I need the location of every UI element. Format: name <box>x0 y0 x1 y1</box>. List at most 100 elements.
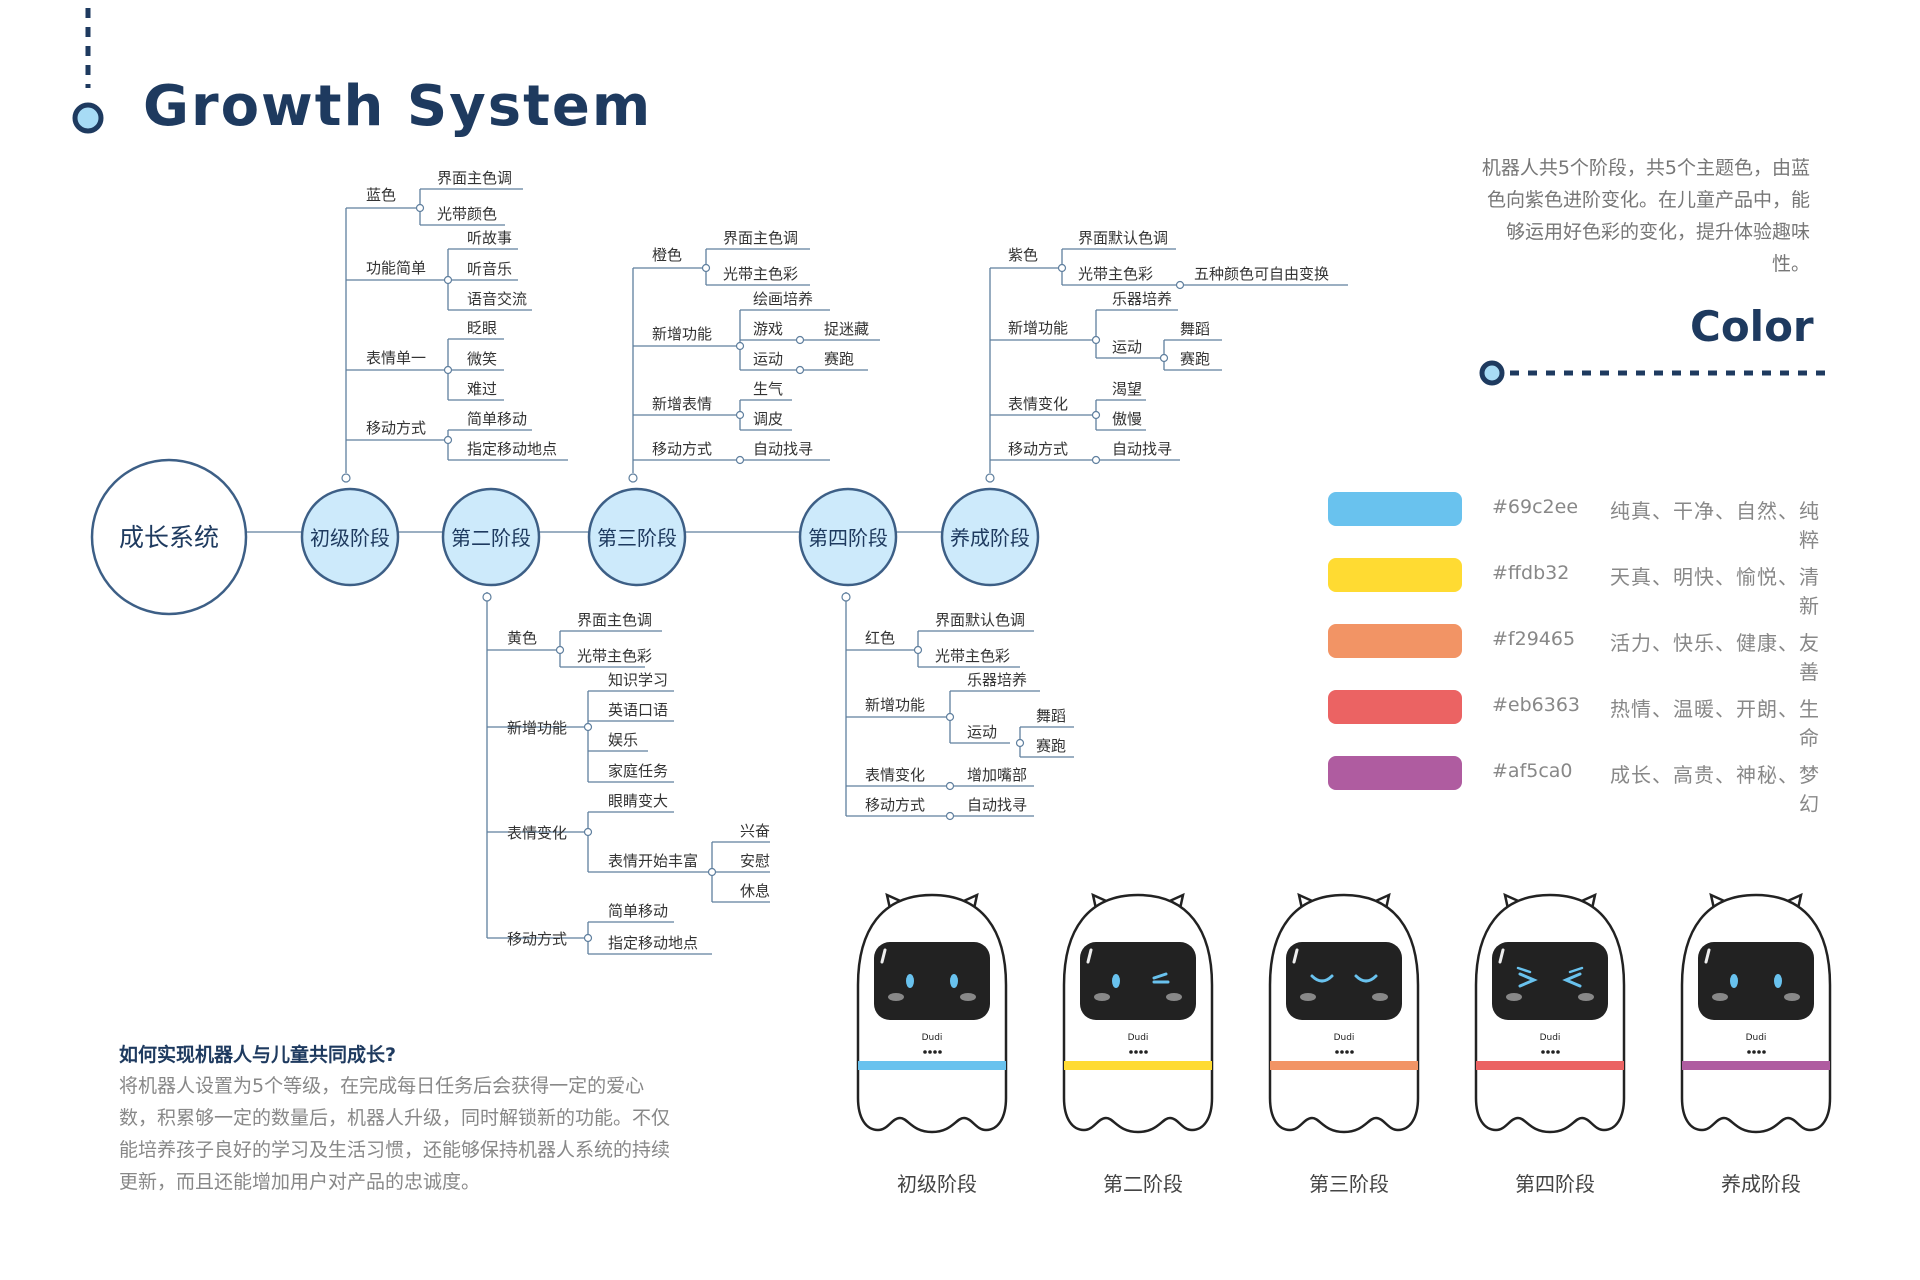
tree-label: 移动方式 <box>865 796 925 814</box>
tree-label: 指定移动地点 <box>608 934 698 952</box>
tree-label: 增加嘴部 <box>967 766 1027 784</box>
tree-label: 运动 <box>967 723 997 741</box>
tree-label: 蓝色 <box>366 186 396 204</box>
color-keywords: 天真、明快、愉悦、清新 <box>1610 565 1820 618</box>
color-swatch-orange <box>1328 624 1462 658</box>
color-swatch-yellow <box>1328 558 1462 592</box>
tree-label: 光带主色彩 <box>1078 265 1153 283</box>
tree-label: 简单移动 <box>608 902 668 920</box>
tree-label: 安慰 <box>740 852 770 870</box>
robot-stage-3 <box>1268 893 1420 1134</box>
tree-label: 指定移动地点 <box>467 440 557 458</box>
stage-node-label: 第二阶段 <box>451 526 531 550</box>
tree-label: 新增表情 <box>652 395 712 413</box>
tree-label: 舞蹈 <box>1180 320 1210 338</box>
tree-label: 调皮 <box>753 410 783 428</box>
stage-5-branches: 紫色 界面默认色调 光带主色彩 五种颜色可自由变换 新增功能 乐器培养 运动 舞… <box>1008 229 1329 458</box>
tree-label: 傲慢 <box>1112 410 1142 428</box>
tree-label: 光带颜色 <box>437 205 497 223</box>
color-keywords: 纯真、干净、自然、纯粹 <box>1610 499 1820 552</box>
tree-label: 界面主色调 <box>437 169 512 187</box>
tree-label: 移动方式 <box>652 440 712 458</box>
stage-node-4 <box>798 487 898 587</box>
tree-label: 舞蹈 <box>1036 707 1066 725</box>
stage-node-5 <box>940 487 1040 587</box>
color-hex: #69c2ee <box>1492 496 1579 518</box>
page-title: Growth System <box>143 74 653 139</box>
tree-label: 生气 <box>753 380 783 398</box>
tree-label: 赛跑 <box>1180 350 1210 368</box>
tree-label: 听故事 <box>467 229 512 247</box>
color-description: 机器人共5个阶段，共5个主题色，由蓝色向紫色进阶变化。在儿童产品中，能够运用好色… <box>1481 157 1810 275</box>
color-swatch-blue <box>1328 492 1462 526</box>
tree-label: 表情开始丰富 <box>608 852 698 870</box>
tree-label: 难过 <box>467 380 497 398</box>
tree-label: 光带主色彩 <box>723 265 798 283</box>
color-keywords: 活力、快乐、健康、友善 <box>1610 631 1820 684</box>
robot-label: 第二阶段 <box>1103 1172 1183 1196</box>
stage-node-label: 第四阶段 <box>808 526 888 550</box>
tree-label: 表情变化 <box>1008 395 1068 413</box>
tree-label: 移动方式 <box>507 930 567 948</box>
faq-question: 如何实现机器人与儿童共同成长? <box>119 1044 397 1066</box>
tree-label: 表情变化 <box>865 766 925 784</box>
color-hex: #ffdb32 <box>1492 562 1570 584</box>
tree-label: 功能简单 <box>366 259 426 277</box>
color-swatch-red <box>1328 690 1462 724</box>
color-keywords: 热情、温暖、开朗、生命 <box>1610 697 1820 750</box>
tree-label: 乐器培养 <box>967 671 1027 689</box>
tree-label: 赛跑 <box>1036 737 1066 755</box>
tree-label: 界面默认色调 <box>935 611 1025 629</box>
tree-label: 运动 <box>753 350 783 368</box>
stage-2-branches: 黄色 界面主色调 光带主色彩 新增功能 知识学习 英语口语 娱乐 家庭任务 表情… <box>507 611 770 952</box>
tree-label: 乐器培养 <box>1112 290 1172 308</box>
stage-node-label: 第三阶段 <box>597 526 677 550</box>
tree-label: 表情变化 <box>507 824 567 842</box>
tree-label: 表情单一 <box>366 349 426 367</box>
color-hex: #f29465 <box>1492 628 1576 650</box>
tree-label: 新增功能 <box>652 325 712 343</box>
tree-label: 听音乐 <box>467 260 512 278</box>
tree-label: 光带主色彩 <box>577 647 652 665</box>
tree-label: 兴奋 <box>740 822 770 840</box>
color-swatch-purple <box>1328 756 1462 790</box>
stage-node-3 <box>587 487 687 587</box>
stage-node-2 <box>441 487 541 587</box>
tree-label: 新增功能 <box>507 719 567 737</box>
color-heading: Color <box>1690 302 1814 351</box>
tree-label: 自动找寻 <box>967 796 1027 814</box>
color-keywords: 成长、高贵、神秘、梦幻 <box>1610 763 1820 816</box>
tree-label: 眼睛变大 <box>608 792 668 810</box>
root-node <box>90 458 248 616</box>
stage-node-label: 初级阶段 <box>310 526 390 550</box>
tree-label: 游戏 <box>753 320 783 338</box>
tree-label: 微笑 <box>467 350 497 368</box>
tree-label: 知识学习 <box>608 671 668 689</box>
tree-label: 橙色 <box>652 246 682 264</box>
tree-label: 赛跑 <box>824 350 854 368</box>
stage-4-branches: 红色 界面默认色调 光带主色彩 新增功能 乐器培养 运动 舞蹈 赛跑 表情变化 … <box>865 611 1066 814</box>
stage-node-label: 养成阶段 <box>950 526 1030 550</box>
tree-label: 眨眼 <box>467 319 497 337</box>
tree-label: 界面主色调 <box>577 611 652 629</box>
root-node-label: 成长系统 <box>119 523 219 552</box>
header-decoration <box>72 8 104 134</box>
robot-label: 初级阶段 <box>897 1172 977 1196</box>
robot-lineup: Dudi <box>856 893 1832 1134</box>
stage-node-1 <box>300 487 400 587</box>
tree-label: 红色 <box>865 629 895 647</box>
tree-label: 捉迷藏 <box>824 320 869 338</box>
tree-label: 运动 <box>1112 338 1142 356</box>
stage-1-branches: 蓝色 界面主色调 光带颜色 功能简单 听故事 听音乐 语音交流 表情单一 眨眼 … <box>366 169 557 458</box>
tree-label: 自动找寻 <box>753 440 813 458</box>
tree-label: 自动找寻 <box>1112 440 1172 458</box>
robot-label: 第四阶段 <box>1515 1172 1595 1196</box>
tree-label: 移动方式 <box>1008 440 1068 458</box>
tree-label: 黄色 <box>507 629 537 647</box>
tree-label: 界面默认色调 <box>1078 229 1168 247</box>
robot-stage-5 <box>1680 893 1832 1134</box>
tree-label: 家庭任务 <box>608 762 668 780</box>
color-hex: #eb6363 <box>1492 694 1581 716</box>
robot-stage-4 <box>1474 893 1626 1134</box>
faq-answer: 将机器人设置为5个等级，在完成每日任务后会获得一定的爱心数，积累够一定的数量后，… <box>119 1075 671 1193</box>
